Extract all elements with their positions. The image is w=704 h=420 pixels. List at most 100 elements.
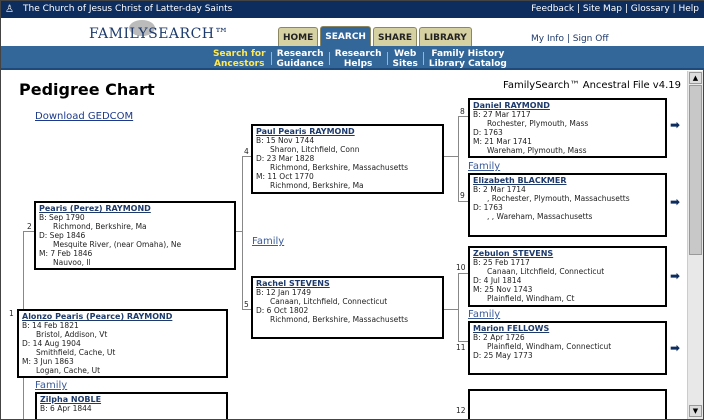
familysearch-logo[interactable]: FAMILYSEARCH™ bbox=[89, 26, 229, 42]
birth-date: B: 25 Feb 1717 bbox=[473, 258, 530, 267]
arrow-right-icon[interactable]: ➡ bbox=[670, 341, 681, 355]
person-box-4: Paul Pearis RAYMOND B: 15 Nov 1744 Sharo… bbox=[251, 124, 444, 194]
help-link[interactable]: Help bbox=[678, 4, 699, 14]
marriage-place: Nauvoo, Il bbox=[53, 258, 91, 267]
person-box-11: Marion FELLOWS B: 2 Apr 1726 Plainfield,… bbox=[468, 321, 667, 375]
arrow-right-icon[interactable]: ➡ bbox=[670, 269, 681, 283]
death-place: , , Wareham, Massachusetts bbox=[487, 212, 593, 221]
connector bbox=[458, 273, 459, 341]
death-date: D: Sep 1846 bbox=[39, 231, 86, 240]
connector bbox=[23, 231, 24, 309]
pedigree-content: Pedigree Chart FamilySearch™ Ancestral F… bbox=[1, 71, 687, 419]
feedback-link[interactable]: Feedback bbox=[531, 4, 575, 14]
tab-search[interactable]: SEARCH bbox=[320, 26, 371, 47]
connector bbox=[242, 156, 243, 309]
label: Search for bbox=[213, 49, 266, 59]
tab-library[interactable]: LIBRARY bbox=[419, 27, 472, 47]
glossary-link[interactable]: Glossary bbox=[630, 4, 670, 14]
user-links[interactable]: My Info | Sign Off bbox=[531, 34, 609, 44]
person-box-8: Daniel RAYMOND B: 27 Mar 1717 Rochester,… bbox=[468, 98, 667, 158]
person-name-link[interactable]: Alonzo Pearis (Pearce) RAYMOND bbox=[22, 312, 173, 321]
person-name-link[interactable]: Zilpha NOBLE bbox=[40, 395, 102, 404]
person-name-link[interactable]: Elizabeth BLACKMER bbox=[473, 176, 567, 185]
person-name-link[interactable]: Daniel RAYMOND bbox=[473, 101, 550, 110]
marriage-date: M: 3 Jun 1863 bbox=[22, 357, 74, 366]
person-name-link[interactable]: Marion FELLOWS bbox=[473, 324, 550, 333]
family-link[interactable]: Family bbox=[35, 380, 68, 391]
connector bbox=[444, 156, 458, 157]
label: Research bbox=[334, 49, 382, 59]
label: Research bbox=[276, 49, 324, 59]
person-name-link[interactable]: Rachel STEVENS bbox=[256, 279, 330, 288]
top-links: Feedback | Site Map | Glossary | Help bbox=[531, 4, 699, 14]
death-date: D: 25 May 1773 bbox=[473, 351, 533, 360]
marriage-place: Wareham, Plymouth, Mass bbox=[487, 146, 587, 155]
marriage-date: M: 25 Nov 1743 bbox=[473, 285, 533, 294]
person-number: 11 bbox=[456, 343, 466, 352]
birth-place: Rochester, Plymouth, Mass bbox=[487, 119, 589, 128]
family-link[interactable]: Family bbox=[252, 236, 285, 247]
birth-date: B: 2 Mar 1714 bbox=[473, 185, 526, 194]
site-map-link[interactable]: Site Map bbox=[582, 4, 623, 14]
divider bbox=[270, 52, 272, 65]
connector bbox=[444, 309, 458, 310]
person-box-1: Alonzo Pearis (Pearce) RAYMOND B: 14 Feb… bbox=[17, 309, 228, 378]
label: Guidance bbox=[276, 59, 324, 69]
church-title[interactable]: The Church of Jesus Christ of Latter-day… bbox=[23, 4, 233, 14]
tab-share[interactable]: SHARE bbox=[372, 27, 418, 47]
label: Family History bbox=[431, 49, 505, 59]
birth-date: B: 6 Apr 1844 bbox=[40, 404, 92, 413]
tab-home[interactable]: HOME bbox=[278, 27, 319, 47]
birth-place: Bristol, Addison, Vt bbox=[36, 330, 108, 339]
birth-place: , Rochester, Plymouth, Massachusetts bbox=[487, 194, 630, 203]
person-box-12 bbox=[468, 389, 667, 419]
scroll-up-button[interactable]: ▲ bbox=[689, 72, 702, 84]
person-number: 4 bbox=[244, 147, 249, 156]
label: Web bbox=[394, 49, 417, 59]
arrow-right-icon[interactable]: ➡ bbox=[670, 195, 681, 209]
main-tabs: HOME SEARCH SHARE LIBRARY bbox=[278, 26, 472, 47]
death-date: D: 23 Mar 1828 bbox=[256, 154, 315, 163]
person-name-link[interactable]: Paul Pearis RAYMOND bbox=[256, 127, 355, 136]
birth-place: Sharon, Litchfield, Conn bbox=[270, 145, 360, 154]
scroll-down-button[interactable]: ▼ bbox=[689, 405, 702, 417]
vertical-scrollbar[interactable]: ▲ ▼ bbox=[687, 71, 703, 419]
connector bbox=[458, 116, 468, 117]
birth-place: Canaan, Litchfield, Connecticut bbox=[487, 267, 605, 276]
birth-place: Canaan, Litchfield, Connecticut bbox=[270, 297, 388, 306]
connector bbox=[23, 231, 34, 232]
page-title: Pedigree Chart bbox=[19, 80, 155, 99]
marriage-date: M: 11 Oct 1770 bbox=[256, 172, 314, 181]
scrollbar-thumb[interactable] bbox=[689, 85, 702, 255]
death-date: D: 1763 bbox=[473, 203, 503, 212]
death-date: D: 4 Jul 1814 bbox=[473, 276, 522, 285]
person-number: 12 bbox=[456, 406, 466, 415]
label: Ancestors bbox=[214, 59, 265, 69]
marriage-place: Richmond, Berkshire, Ma bbox=[270, 181, 364, 190]
person-box-10: Zebulon STEVENS B: 25 Feb 1717 Canaan, L… bbox=[468, 246, 667, 307]
birth-date: B: 2 Apr 1726 bbox=[473, 333, 525, 342]
person-box-9: Elizabeth BLACKMER B: 2 Mar 1714 , Roche… bbox=[468, 173, 667, 237]
marriage-place: Plainfield, Windham, Ct bbox=[487, 294, 575, 303]
person-name-link[interactable]: Pearis (Perez) RAYMOND bbox=[39, 204, 151, 213]
arrow-right-icon[interactable]: ➡ bbox=[670, 118, 681, 132]
death-place: Smithfield, Cache, Ut bbox=[36, 348, 116, 357]
person-number: 1 bbox=[9, 309, 14, 318]
marriage-date: M: 21 Mar 1741 bbox=[473, 137, 532, 146]
person-number: 8 bbox=[460, 107, 465, 116]
person-name-link[interactable]: Zebulon STEVENS bbox=[473, 249, 554, 258]
death-place: Richmond, Berkshire, Massachusetts bbox=[270, 163, 408, 172]
family-link[interactable]: Family bbox=[468, 161, 501, 172]
family-link[interactable]: Family bbox=[468, 309, 501, 320]
birth-date: B: 14 Feb 1821 bbox=[22, 321, 79, 330]
download-gedcom-link[interactable]: Download GEDCOM bbox=[35, 111, 134, 122]
divider bbox=[328, 52, 330, 65]
person-number: 9 bbox=[460, 191, 465, 200]
connector bbox=[242, 309, 251, 310]
